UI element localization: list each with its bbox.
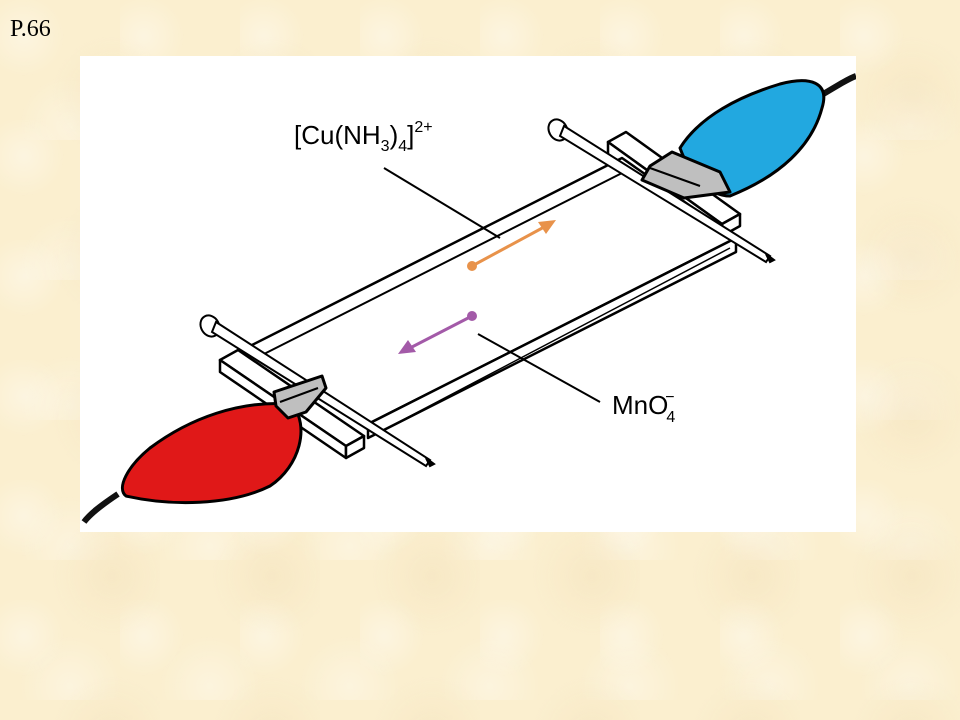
right-cable <box>818 73 856 99</box>
cation-label: [Cu(NH3)4]2+ <box>294 119 433 155</box>
anion-leader-line <box>477 333 601 403</box>
diagram-panel: [Cu(NH3)4]2+ MnO4− <box>80 56 856 532</box>
cation-arrow-shaft <box>471 224 547 268</box>
cation-leader-line <box>383 167 501 239</box>
anion-arrow-shaft <box>409 314 473 350</box>
electrophoresis-diagram: [Cu(NH3)4]2+ MnO4− <box>81 73 856 524</box>
anode-clip-jaw <box>640 150 732 200</box>
cation-arrow-head <box>538 220 556 234</box>
anion-label: MnO4− <box>612 389 675 426</box>
cathode-clip <box>120 374 328 505</box>
page-label: P.66 <box>10 16 51 42</box>
cathode-clip-jaw <box>272 374 328 420</box>
cathode-clip-body <box>120 401 303 505</box>
left-cable <box>81 491 120 524</box>
anode-clip <box>640 79 826 200</box>
anion-arrow-head <box>398 340 416 354</box>
anion-arrow <box>398 311 477 354</box>
right-pin <box>547 118 776 264</box>
cation-arrow <box>467 220 556 271</box>
